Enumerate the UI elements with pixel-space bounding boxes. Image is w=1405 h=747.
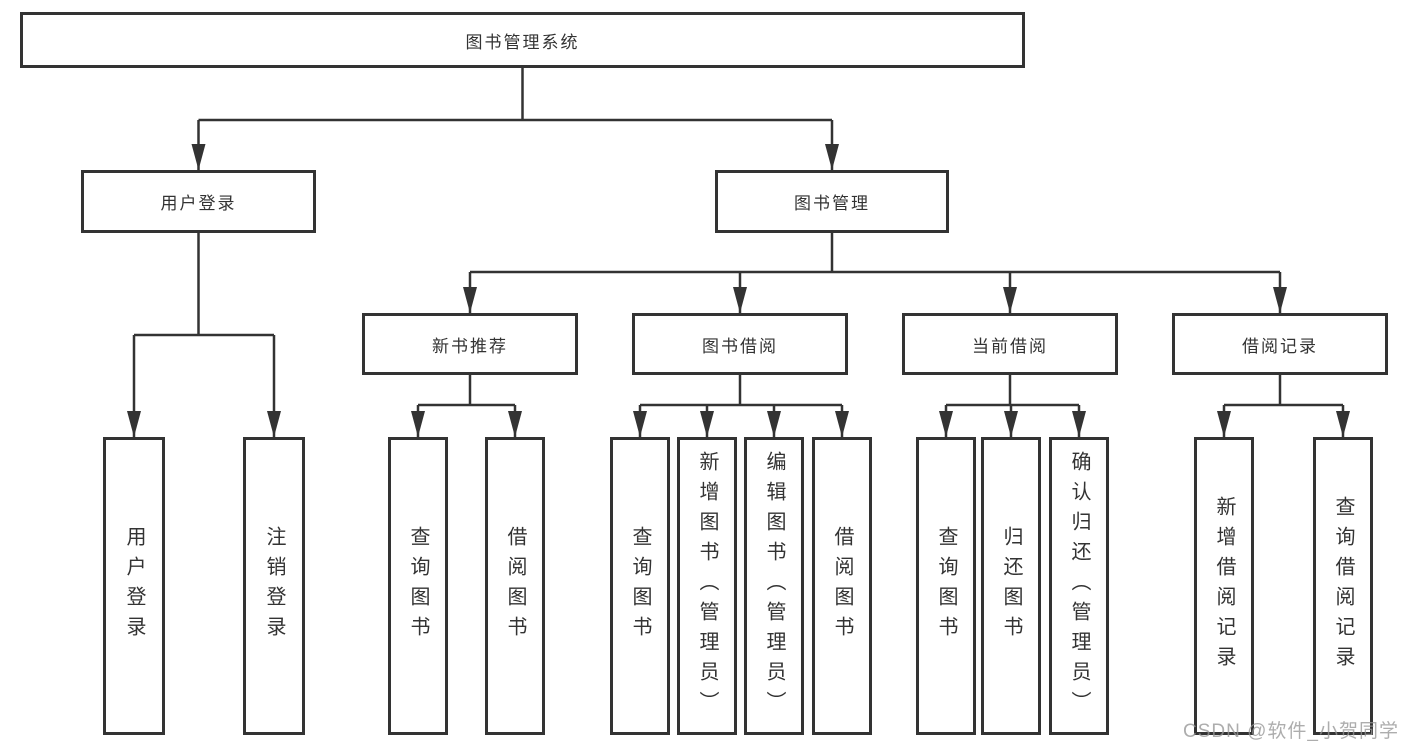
leaf-user-login: 用户登录 (103, 437, 165, 735)
node-root: 图书管理系统 (20, 12, 1025, 68)
arrow-down-icon (1003, 287, 1017, 313)
connector-paths (132, 68, 1345, 437)
leaf-query-books-newbook: 查询图书 (388, 437, 448, 735)
arrow-down-icon (633, 411, 647, 437)
leaf-query-books-borrow: 查询图书 (610, 437, 670, 735)
leaf-borrow-books-label: 借阅图书 (831, 526, 853, 646)
arrow-down-icon (1217, 411, 1231, 437)
csdn-watermark: CSDN @软件_小贺同学 (1183, 721, 1399, 742)
leaf-edit-books-admin-label: 编辑图书（管理员） (763, 451, 785, 721)
leaf-query-borrow-record: 查询借阅记录 (1313, 437, 1373, 735)
leaf-confirm-return-admin: 确认归还（管理员） (1049, 437, 1109, 735)
leaf-borrow-books-newbook-label: 借阅图书 (504, 526, 526, 646)
leaf-query-books-newbook-label: 查询图书 (407, 526, 429, 646)
arrow-down-icon (825, 144, 839, 170)
node-book-management-label: 图书管理 (794, 194, 870, 213)
leaf-add-books-admin-label: 新增图书（管理员） (696, 451, 718, 721)
arrow-down-icon (127, 411, 141, 437)
arrow-down-icon (1004, 411, 1018, 437)
node-new-book-recommend: 新书推荐 (362, 313, 578, 375)
leaf-user-login-label: 用户登录 (123, 526, 145, 646)
connector-book-mgmt-to-level3 (468, 233, 1282, 313)
node-current-borrow-label: 当前借阅 (972, 336, 1048, 356)
leaf-query-books-borrow-label: 查询图书 (629, 526, 651, 646)
connector-user-login-to-leaves (132, 233, 276, 437)
arrow-down-icon (939, 411, 953, 437)
leaf-logout-label: 注销登录 (263, 526, 285, 646)
arrow-down-icon (700, 411, 714, 437)
arrow-down-icon (767, 411, 781, 437)
leaf-return-books: 归还图书 (981, 437, 1041, 735)
leaf-edit-books-admin: 编辑图书（管理员） (744, 437, 804, 735)
arrow-down-icon (508, 411, 522, 437)
arrow-down-icon (1072, 411, 1086, 437)
leaf-confirm-return-admin-label: 确认归还（管理员） (1068, 451, 1090, 721)
connector-new-book-to-leaves (416, 375, 517, 437)
node-root-label: 图书管理系统 (465, 32, 580, 52)
node-book-borrow: 图书借阅 (632, 313, 848, 375)
arrow-down-icon (463, 287, 477, 313)
arrow-down-icon (1273, 287, 1287, 313)
leaf-borrow-books: 借阅图书 (812, 437, 872, 735)
node-current-borrow: 当前借阅 (902, 313, 1118, 375)
arrow-down-icon (267, 411, 281, 437)
leaf-query-books-current-label: 查询图书 (935, 526, 957, 646)
arrow-down-icon (835, 411, 849, 437)
leaf-return-books-label: 归还图书 (1000, 526, 1022, 646)
connector-book-borrow-to-leaves (638, 375, 844, 437)
node-book-management: 图书管理 (715, 170, 949, 233)
leaf-add-books-admin: 新增图书（管理员） (677, 437, 737, 735)
connector-root-to-level2 (197, 68, 834, 170)
node-user-login-label: 用户登录 (160, 194, 237, 213)
leaf-add-borrow-record-label: 新增借阅记录 (1213, 496, 1235, 676)
node-new-book-recommend-label: 新书推荐 (432, 336, 508, 356)
leaf-add-borrow-record: 新增借阅记录 (1194, 437, 1254, 735)
arrow-down-icon (191, 144, 206, 170)
arrow-down-icon (733, 287, 747, 313)
leaf-query-books-current: 查询图书 (916, 437, 976, 735)
arrow-down-icon (411, 411, 425, 437)
node-user-login: 用户登录 (81, 170, 316, 233)
leaf-query-borrow-record-label: 查询借阅记录 (1332, 496, 1354, 676)
node-book-borrow-label: 图书借阅 (702, 336, 778, 356)
leaf-logout: 注销登录 (243, 437, 305, 735)
arrow-down-icon (1336, 411, 1350, 437)
leaf-borrow-books-newbook: 借阅图书 (485, 437, 545, 735)
node-borrow-records: 借阅记录 (1172, 313, 1388, 375)
connector-borrow-records-to-leaves (1222, 375, 1345, 437)
node-borrow-records-label: 借阅记录 (1242, 336, 1318, 356)
arrowheads (127, 144, 1350, 437)
